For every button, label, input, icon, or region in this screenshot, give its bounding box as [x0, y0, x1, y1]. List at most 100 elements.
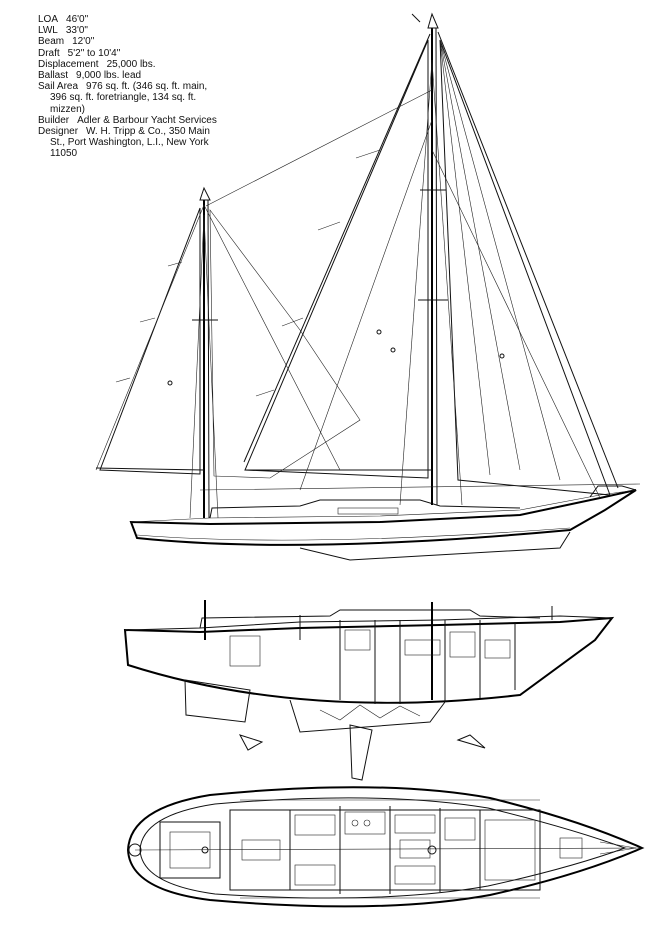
- propeller: [456, 734, 486, 749]
- saloon-table: [399, 839, 431, 859]
- settee: [394, 814, 436, 834]
- skeg: [238, 734, 264, 751]
- sail-plan: [95, 12, 641, 561]
- spec-label: Designer: [38, 126, 79, 138]
- ballast-hatching: [319, 704, 421, 721]
- inner-forestay: [431, 149, 601, 499]
- spec-label: Builder: [38, 114, 70, 126]
- mizzen-staysail: [209, 209, 361, 479]
- spec-designer-line2: St., Port Washington, L.I., New York: [50, 137, 209, 149]
- cabin-outline: [229, 809, 541, 891]
- deck-inner-line: [139, 797, 627, 899]
- spec-label: Beam: [38, 36, 65, 48]
- mizzen-sail: [99, 207, 201, 475]
- specifications-block: LOA 46'0" LWL 33'0" Beam 12'0" Draft 5'2" to…: [38, 14, 258, 160]
- mizzen-batten-1: [167, 261, 183, 267]
- spec-value: 5'2" to 10'4": [67, 47, 121, 59]
- sail-mark: [390, 347, 396, 353]
- sail-mark: [167, 380, 173, 386]
- spec-sail-area-line3: mizzen): [50, 103, 86, 115]
- spec-label: LOA: [38, 14, 59, 25]
- galley: [344, 811, 386, 835]
- mizzen-masthead: [199, 186, 211, 201]
- aft-cockpit: [159, 821, 221, 879]
- main-mast-aft-line: [435, 27, 438, 506]
- companionway-hatch: [241, 839, 281, 861]
- stove-burner: [363, 819, 371, 827]
- running-backstay: [299, 119, 433, 491]
- spec-label: Draft: [38, 47, 60, 59]
- mizzen-batten-3: [115, 377, 131, 383]
- main-shroud-fwd: [399, 59, 433, 506]
- berth: [294, 814, 336, 836]
- mizzen-backstay: [95, 204, 205, 471]
- spec-beam: Beam 12'0": [38, 36, 258, 47]
- mizzen-boom: [95, 467, 205, 471]
- main-batten-3: [281, 317, 304, 327]
- mizzen-batten-2: [139, 317, 156, 323]
- mizzen-mast-section: [201, 846, 209, 854]
- main-batten-1: [355, 149, 381, 159]
- spec-draft: Draft 5'2" to 10'4": [38, 48, 258, 59]
- inboard-hull: [123, 616, 615, 704]
- spec-ballast: Ballast 9,000 lbs. lead: [38, 70, 258, 81]
- spec-label: Displacement: [38, 58, 99, 70]
- accommodation-plan: [126, 786, 645, 908]
- forestay: [437, 31, 619, 489]
- main-batten-2: [317, 221, 341, 231]
- sail-mark: [376, 329, 382, 335]
- forward-cabin: [484, 819, 536, 881]
- sail-mark: [499, 353, 505, 359]
- spec-label: LWL: [38, 25, 58, 37]
- main-mast-section: [427, 845, 437, 855]
- genoa-seam-2: [439, 39, 491, 476]
- engine-compartment: [229, 635, 261, 667]
- head: [444, 817, 476, 841]
- centerline: [134, 847, 641, 851]
- dinghy: [337, 507, 399, 515]
- interior-cabinet: [449, 631, 476, 658]
- masthead-fitting: [427, 12, 439, 29]
- mizzen-shroud-fwd: [189, 214, 205, 519]
- inboard-sheer: [124, 615, 613, 631]
- spec-designer: Designer W. H. Tripp & Co., 350 Main: [38, 126, 258, 137]
- spec-value: 12'0": [72, 36, 95, 48]
- keel: [289, 699, 446, 733]
- inboard-profile: [123, 600, 615, 781]
- spec-label: Ballast: [38, 70, 69, 82]
- spec-designer-line3: 11050: [50, 148, 78, 160]
- main-shroud-aft: [431, 59, 463, 506]
- spec-value: 9,000 lbs. lead: [76, 70, 142, 82]
- interior-cabinet: [404, 639, 441, 656]
- main-backstay: [243, 33, 431, 463]
- interior-cabinet: [344, 629, 371, 651]
- deckhouse: [209, 499, 521, 519]
- spec-value: 46'0": [66, 14, 89, 25]
- genoa: [439, 39, 611, 496]
- triatic-stay: [205, 89, 433, 207]
- helm-wheel: [128, 843, 142, 857]
- mizzen-staysail-halyard: [203, 204, 341, 471]
- lifeline: [199, 483, 641, 491]
- mizzen-mast-aft-line: [207, 199, 210, 519]
- spec-value: W. H. Tripp & Co., 350 Main: [86, 126, 210, 138]
- spec-value: 33'0": [65, 25, 88, 37]
- hull-profile: [129, 489, 637, 546]
- main-batten-4: [255, 389, 275, 397]
- spec-loa: LOA 46'0": [38, 14, 258, 25]
- inboard-cabin-top: [199, 609, 541, 629]
- forward-hatch: [559, 837, 583, 859]
- spec-value: 976 sq. ft. (346 sq. ft. main,: [86, 81, 208, 93]
- bow-pulpit-plan: [599, 841, 637, 855]
- bow-pulpit: [589, 485, 637, 498]
- keel-profile: [299, 531, 571, 561]
- mainsail: [244, 39, 429, 479]
- genoa-seam-3: [439, 39, 561, 481]
- spec-lwl: LWL 33'0": [38, 25, 258, 36]
- berth: [294, 864, 336, 886]
- centerboard: [349, 724, 373, 781]
- genoa-seam-1: [439, 39, 521, 471]
